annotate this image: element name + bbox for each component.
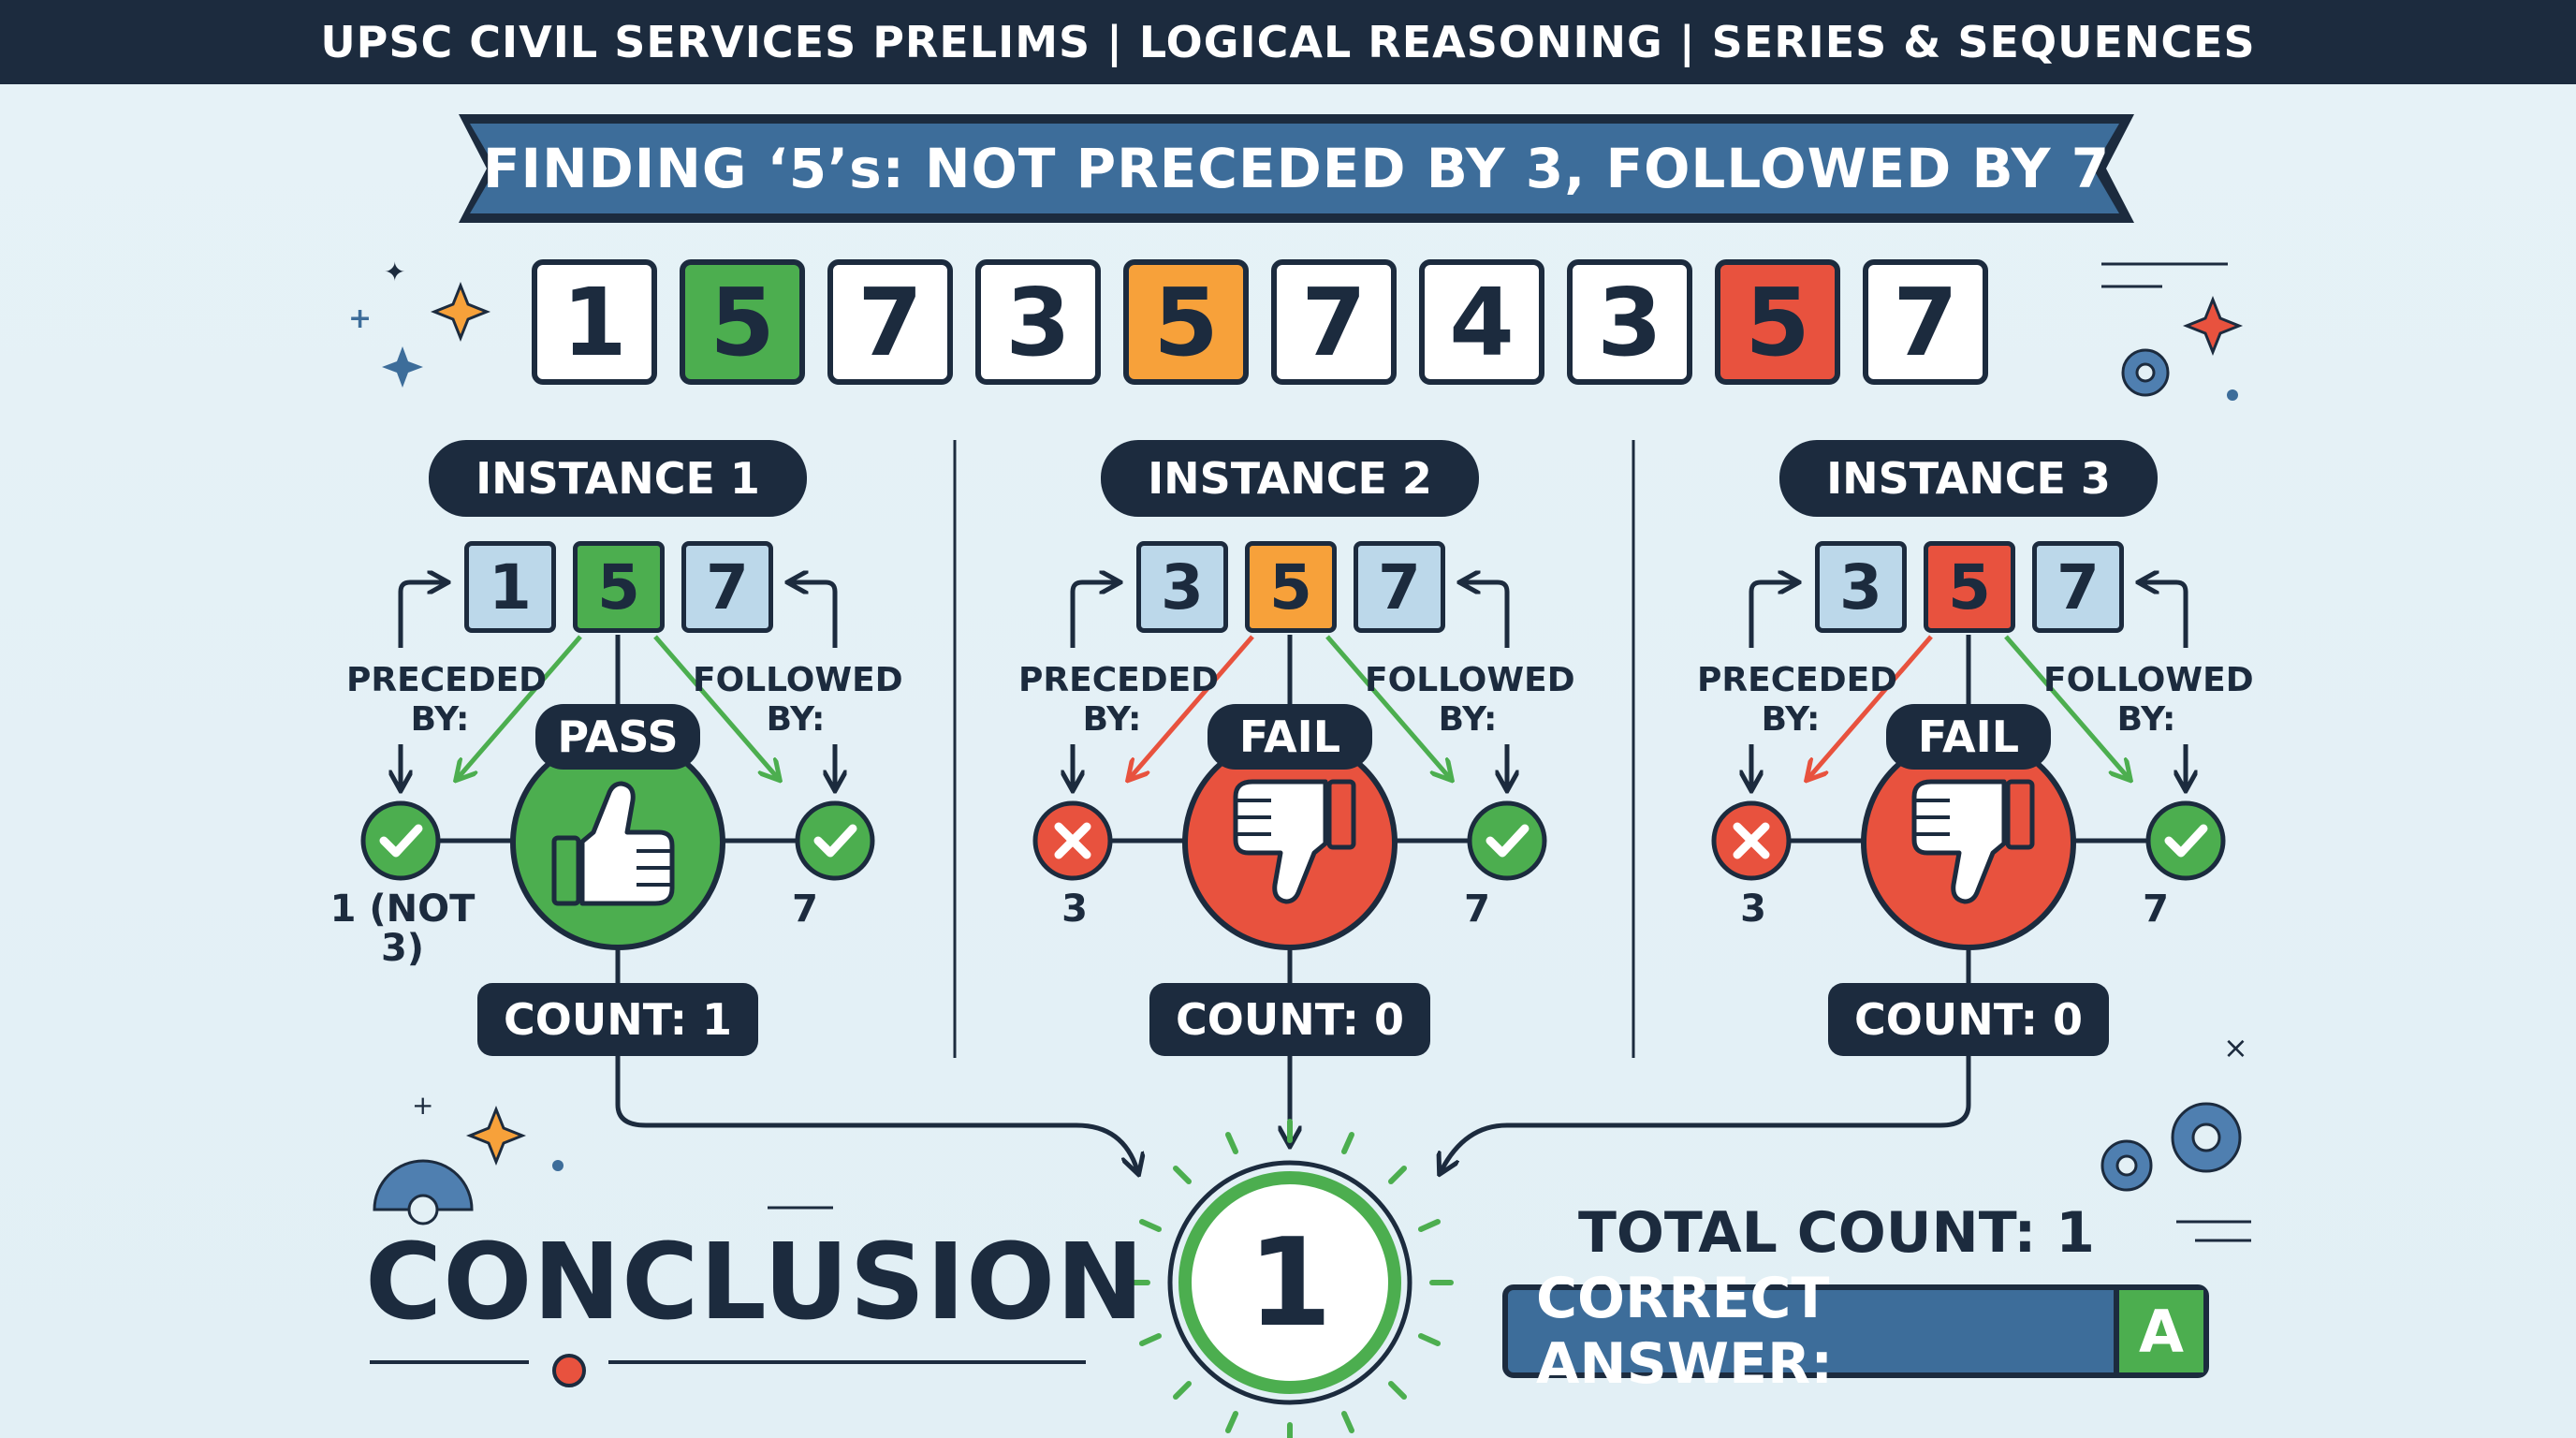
status-badge: FAIL [1208, 704, 1372, 770]
correct-answer-box: CORRECT ANSWER: A [1502, 1266, 2209, 1397]
followed-value: 7 [1464, 888, 1490, 931]
svg-text:×: × [2223, 1030, 2248, 1065]
sequence-digit: 1 [532, 259, 657, 385]
sequence-digit: 3 [1567, 259, 1692, 385]
instance-digit: 5 [1245, 541, 1337, 633]
sequence-digit: 5 [680, 259, 805, 385]
sequence-digit: 7 [1271, 259, 1397, 385]
followed-label: FOLLOWED BY: [1365, 661, 1575, 739]
instance-digit: 1 [464, 541, 556, 633]
sequence-digit: 3 [975, 259, 1101, 385]
preceded-label: PRECEDED BY: [1018, 661, 1220, 739]
instance-digit: 5 [1924, 541, 2015, 633]
preceded-value: 3 [1061, 888, 1088, 931]
instance-title: INSTANCE 3 [1779, 440, 2158, 517]
conclusion-value: 1 [1247, 1211, 1333, 1354]
correct-answer-label: CORRECT ANSWER: [1536, 1266, 1834, 1397]
sequence-digit: 5 [1123, 259, 1249, 385]
preceded-value: 1 (NOT 3) [329, 888, 476, 970]
banner-ribbon [459, 114, 2134, 223]
preceded-label: PRECEDED BY: [1697, 661, 1898, 739]
check-icon [1467, 800, 1547, 881]
followed-label: FOLLOWED BY: [2043, 661, 2254, 739]
instance-digit: 7 [1354, 541, 1445, 633]
instance-digit: 5 [573, 541, 665, 633]
sequence-digit: 7 [827, 259, 953, 385]
instance-title: INSTANCE 1 [429, 440, 807, 517]
sequence-digit: 7 [1863, 259, 1988, 385]
check-icon [795, 800, 875, 881]
conclusion-badge [1126, 1119, 1454, 1438]
correct-answer-value: A [2114, 1290, 2203, 1372]
cross-icon [1032, 800, 1113, 881]
followed-value: 7 [792, 888, 818, 931]
instance-count: COUNT: 1 [477, 983, 758, 1056]
header-bar: UPSC CIVIL SERVICES PRELIMS | LOGICAL RE… [0, 0, 2576, 84]
sequence-digit: 5 [1715, 259, 1840, 385]
svg-text:+: + [348, 302, 372, 335]
header-title: UPSC CIVIL SERVICES PRELIMS | LOGICAL RE… [320, 17, 2256, 67]
check-icon [360, 800, 441, 881]
svg-text:+: + [412, 1090, 433, 1121]
instance-count: COUNT: 0 [1828, 983, 2109, 1056]
cross-icon [1711, 800, 1792, 881]
preceded-label: PRECEDED BY: [346, 661, 548, 739]
status-badge: PASS [535, 704, 700, 770]
total-count: TOTAL COUNT: 1 [1578, 1200, 2096, 1266]
instances-graphics [360, 582, 2226, 983]
conclusion-title: CONCLUSION [365, 1222, 1145, 1343]
svg-text:✦: ✦ [384, 257, 405, 287]
check-icon [2145, 800, 2226, 881]
gear-icon [373, 348, 2242, 1225]
instance-title: INSTANCE 2 [1101, 440, 1479, 517]
instance-digit: 3 [1815, 541, 1907, 633]
instance-digit: 7 [2032, 541, 2124, 633]
followed-value: 7 [2143, 888, 2169, 931]
sparkle-icon: + ✦ × + [348, 257, 2251, 1242]
preceded-value: 3 [1740, 888, 1766, 931]
followed-label: FOLLOWED BY: [693, 661, 903, 739]
banner-title: FINDING ‘5’s: NOT PRECEDED BY 3, FOLLOWE… [482, 137, 2111, 200]
instance-digit: 3 [1136, 541, 1228, 633]
status-badge: FAIL [1886, 704, 2051, 770]
sequence-digit: 4 [1419, 259, 1544, 385]
instance-count: COUNT: 0 [1149, 983, 1430, 1056]
instance-digit: 7 [681, 541, 773, 633]
